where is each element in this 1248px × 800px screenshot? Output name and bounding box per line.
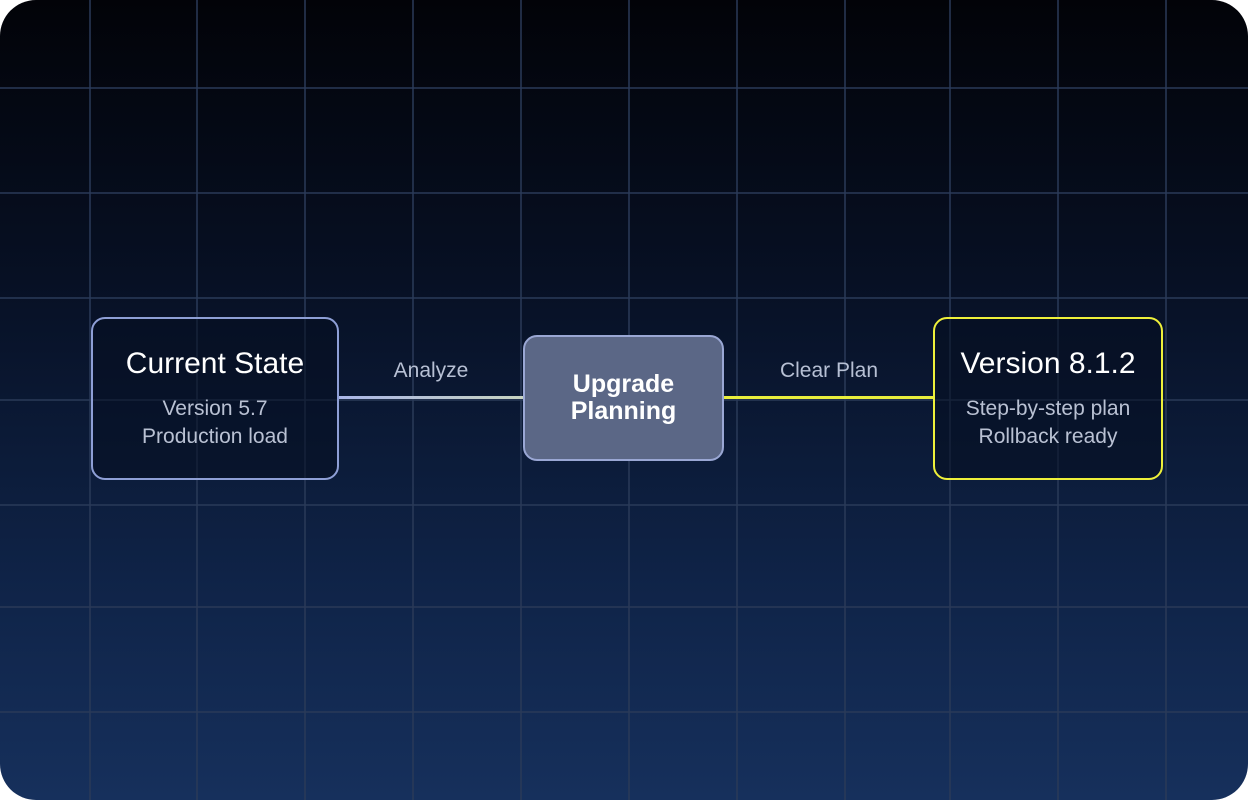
node-target-rollback: Rollback ready <box>978 425 1118 448</box>
edge-planning-to-target <box>723 396 935 399</box>
node-current-title: Current State <box>125 347 305 380</box>
node-upgrade-planning: Upgrade Planning <box>523 335 724 461</box>
node-target-version: Version 8.1.2 Step-by-step plan Rollback… <box>933 317 1163 480</box>
node-current-state: Current State Version 5.7 Production loa… <box>91 317 339 480</box>
edge-label-clear-plan: Clear Plan <box>779 359 879 382</box>
node-center-title-line2: Planning <box>570 397 677 425</box>
edge-label-analyze: Analyze <box>393 359 469 382</box>
edge-current-to-planning <box>338 396 524 399</box>
node-center-title: Upgrade Planning <box>534 371 714 425</box>
node-current-version: Version 5.7 <box>162 397 268 420</box>
node-target-plan: Step-by-step plan <box>965 397 1131 420</box>
node-current-load: Production load <box>142 425 288 448</box>
node-center-title-line1: Upgrade <box>572 370 675 398</box>
node-target-title: Version 8.1.2 <box>960 347 1136 380</box>
